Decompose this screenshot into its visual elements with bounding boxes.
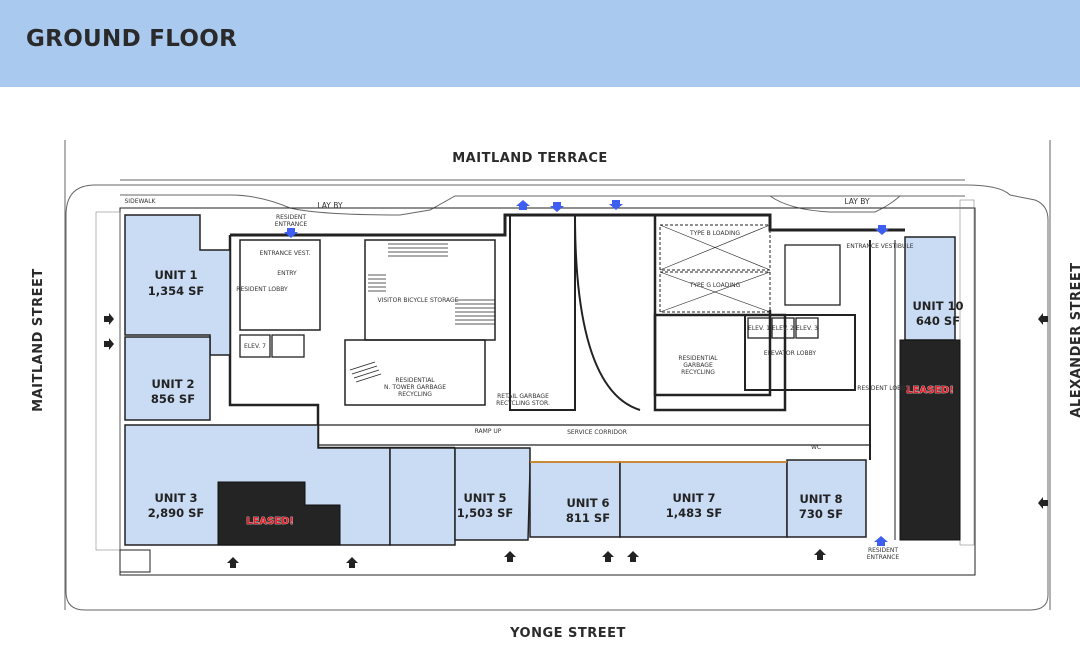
unit-7-area-label: 1,483 SF — [666, 506, 723, 520]
label-elev-7: ELEV. 7 — [244, 343, 266, 350]
arrow-up-icon — [227, 557, 239, 568]
arrow-up-icon — [814, 549, 826, 560]
arrow-up-icon — [602, 551, 614, 562]
label-resident-entrance-top-2: ENTRANCE — [275, 221, 308, 228]
label-lay-by-east: LAY BY — [844, 197, 870, 206]
label-type-b-loading: TYPE B LOADING — [689, 230, 740, 237]
arrow-left-icon — [1038, 313, 1048, 325]
label-resident-entrance-top-1: RESIDENT — [276, 214, 306, 221]
arrow-right-icon — [104, 313, 114, 325]
arrow-up-icon — [874, 536, 888, 546]
label-n-tower-1: RESIDENTIAL — [395, 377, 435, 384]
unit-8-area-label: 730 SF — [799, 507, 843, 521]
arrow-up-icon — [516, 200, 530, 210]
label-entrance-vestibule: ENTRANCE VESTIBULE — [846, 243, 913, 250]
leased-area-east — [899, 339, 961, 541]
label-lay-by-west: LAY BY — [317, 201, 343, 210]
arrow-up-icon — [504, 551, 516, 562]
elevators — [239, 244, 841, 358]
unit-10-name: UNIT 10 — [912, 299, 963, 313]
label-entrance-vest: ENTRANCE VEST. — [260, 250, 311, 257]
label-resident-lobby: RESIDENT LOBBY — [236, 286, 288, 293]
label-res-garbage-2: GARBAGE — [683, 362, 713, 369]
arrow-down-icon — [609, 200, 623, 210]
unit-2-area — [124, 336, 211, 421]
unit-4-area — [389, 447, 456, 546]
street-north: MAITLAND TERRACE — [452, 151, 608, 166]
unit-6-name: UNIT 6 — [566, 496, 609, 510]
arrow-up-icon — [627, 551, 639, 562]
unit-5-area — [454, 447, 531, 541]
unit-1-area — [124, 214, 231, 356]
page-title: GROUND FLOOR — [26, 26, 238, 52]
label-resident-lobby-east: RESIDENT LOBBY — [857, 385, 909, 392]
unit-10-area-label: 640 SF — [916, 314, 960, 328]
unit-2-name: UNIT 2 — [151, 377, 194, 391]
label-retail-garbage-1: RETAIL GARBAGE — [497, 393, 549, 400]
label-entry: ENTRY — [277, 270, 297, 277]
label-elevator-lobby: ELEVATOR LOBBY — [764, 350, 817, 357]
label-resident-entrance-bottom-1: RESIDENT — [868, 547, 898, 554]
building-outline — [95, 199, 976, 576]
arrow-up-icon — [346, 557, 358, 568]
unit-8-name: UNIT 8 — [799, 492, 842, 506]
unit-5-name: UNIT 5 — [463, 491, 506, 505]
unit-8-area — [786, 459, 867, 538]
label-elev-1: ELEV. 1 — [748, 325, 770, 332]
entrance-arrows-blue — [284, 200, 889, 546]
unit-1-name: UNIT 1 — [154, 268, 197, 282]
label-elev-3: ELEV. 3 — [796, 325, 818, 332]
arrow-left-icon — [1038, 497, 1048, 509]
label-retail-garbage-2: RECYCLING STOR. — [496, 400, 550, 407]
unit-2-area-label: 856 SF — [151, 392, 195, 406]
leased-areas — [217, 339, 961, 546]
label-n-tower-2: N. TOWER GARBAGE — [384, 384, 446, 391]
arrow-right-icon — [104, 338, 114, 350]
label-type-g-loading: TYPE G LOADING — [689, 282, 741, 289]
arrow-down-icon — [550, 202, 564, 212]
unit-1-area-label: 1,354 SF — [148, 284, 205, 298]
unit-7-name: UNIT 7 — [672, 491, 715, 505]
stairs — [349, 239, 495, 383]
entrance-arrows-black — [104, 313, 1048, 568]
label-wc: WC — [811, 444, 821, 451]
label-visitor-bicycle: VISITOR BICYCLE STORAGE — [377, 297, 458, 304]
unit-5-area-label: 1,503 SF — [457, 506, 514, 520]
header-band: GROUND FLOOR — [0, 0, 1080, 87]
label-res-garbage-3: RECYCLING — [681, 369, 715, 376]
leased-badge-east: LEASED! — [906, 385, 954, 396]
label-res-garbage-1: RESIDENTIAL — [678, 355, 718, 362]
arrow-down-icon — [875, 225, 889, 235]
unit-3-area-label: 2,890 SF — [148, 506, 205, 520]
leased-badge-unit-3: LEASED! — [246, 516, 294, 527]
label-elev-2: ELEV. 2 — [772, 325, 794, 332]
label-sidewalk: SIDEWALK — [125, 198, 157, 205]
label-resident-entrance-bottom-2: ENTRANCE — [867, 554, 900, 561]
label-n-tower-3: RECYCLING — [398, 391, 432, 398]
unit-3-name: UNIT 3 — [154, 491, 197, 505]
label-service-corridor: SERVICE CORRIDOR — [567, 429, 627, 436]
label-ramp-up: RAMP UP — [475, 428, 502, 435]
arrow-down-icon — [284, 228, 298, 238]
site-outline — [64, 140, 1051, 611]
street-south: YONGE STREET — [509, 626, 626, 641]
street-west: MAITLAND STREET — [31, 268, 46, 412]
street-east: ALEXANDER STREET — [1069, 262, 1080, 417]
unit-6-area-label: 811 SF — [566, 511, 610, 525]
leased-area-unit-3 — [217, 481, 341, 546]
